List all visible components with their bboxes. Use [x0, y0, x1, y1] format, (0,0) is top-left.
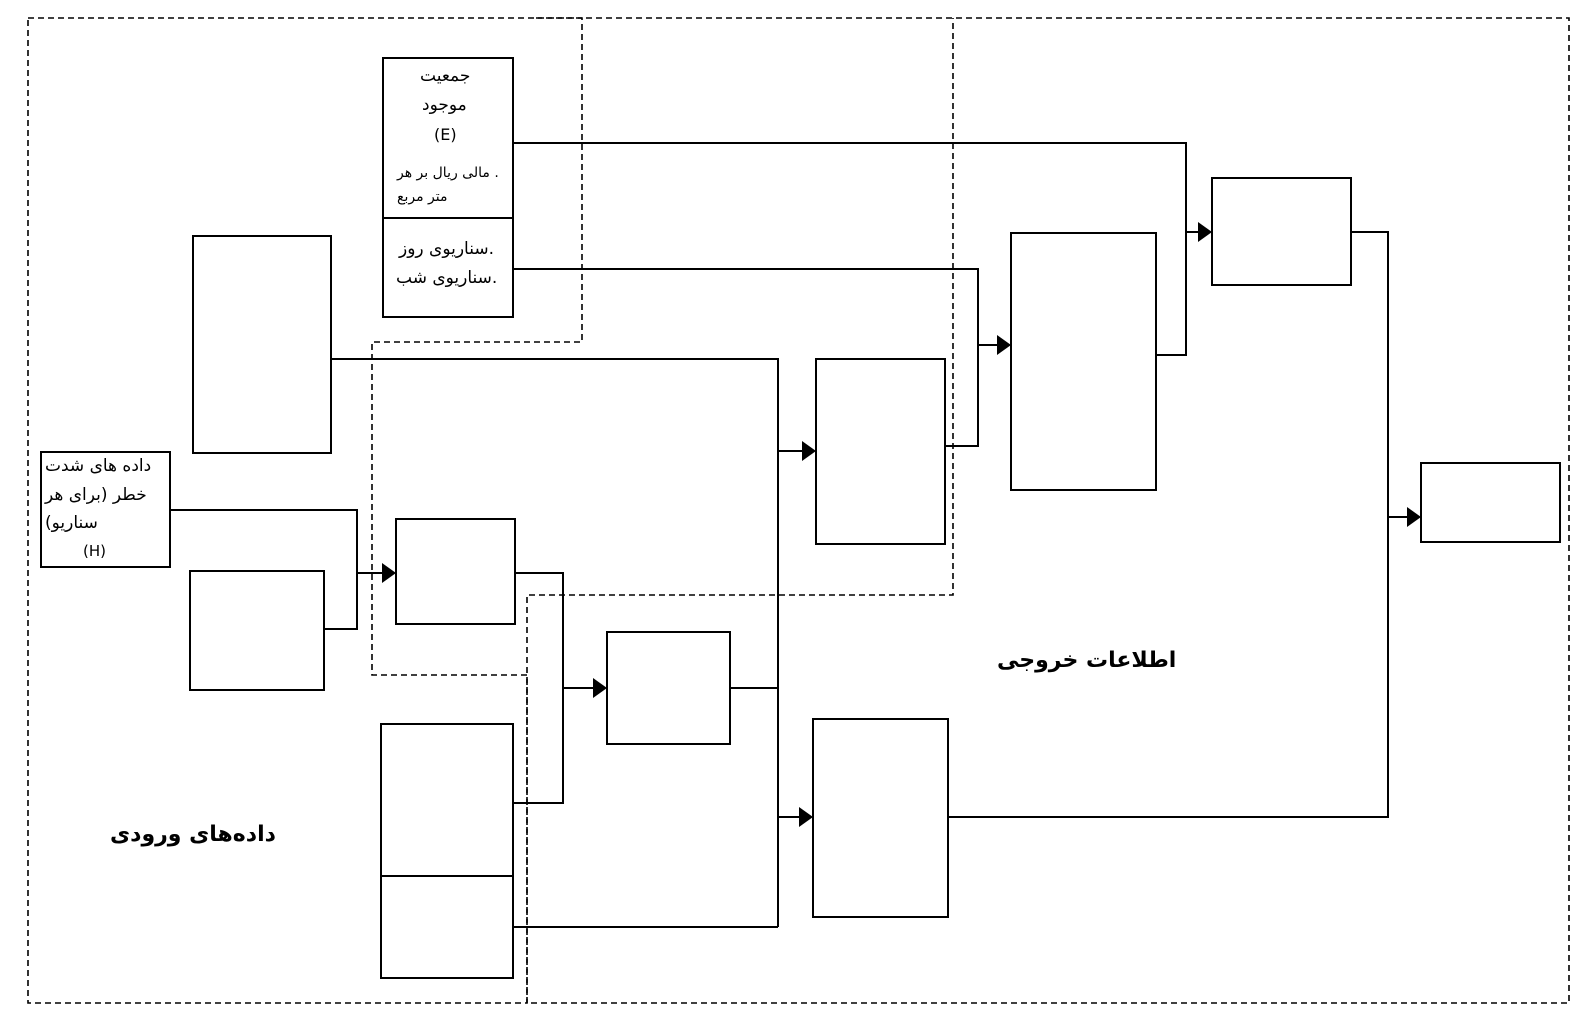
connector-scenario-to-box4: [513, 268, 979, 345]
output-region-boundary: [526, 17, 1570, 1004]
connector-box5-to-final: [1351, 231, 1407, 518]
connector-box4-to-box5: [1156, 232, 1187, 356]
hazard-symbol: (H): [83, 542, 106, 560]
exposure-title-line2: موجود: [422, 95, 467, 115]
output-box-bottom: [812, 718, 949, 918]
arrowhead: [802, 441, 816, 461]
exposure-title-line1: جمعیت: [420, 66, 471, 86]
input-region-label: داده‌های ورودی: [110, 822, 276, 847]
hazard-line3: سناریو): [45, 513, 98, 533]
output-region-label: اطلاعات خروجی: [997, 648, 1177, 673]
arrowhead: [382, 563, 396, 583]
input-region-boundary: [27, 17, 583, 1004]
process-box-3: [815, 358, 946, 545]
exposure-value-line1: . مالی ریال بر هر: [397, 165, 499, 181]
process-box-1: [395, 518, 516, 625]
scenario-day: .سناریوی روز: [399, 239, 495, 259]
connector-bottom-to-final: [948, 517, 1389, 818]
hazard-line1: داده های شدت: [45, 456, 152, 476]
process-box-4: [1010, 232, 1157, 491]
input-box-small: [189, 570, 325, 691]
arrowhead: [997, 335, 1011, 355]
connector-bottom-to-box2: [513, 688, 564, 804]
process-box-2: [606, 631, 731, 745]
exposure-value-line2: متر مربع: [397, 189, 448, 205]
connector-tall-to-box3: [331, 358, 802, 452]
connector-hazard-to-box1: [170, 509, 382, 574]
hazard-line2: خطر (برای هر: [45, 485, 147, 505]
input-box-bottom-upper: [380, 723, 514, 877]
hazard-box: [40, 451, 171, 568]
process-box-5: [1211, 177, 1352, 286]
connector-box3-to-box4: [945, 344, 997, 447]
final-output-box: [1420, 462, 1561, 543]
connector-small-to-box1: [324, 573, 358, 630]
arrowhead: [1407, 507, 1421, 527]
connector-exposure-to-box5: [513, 142, 1198, 233]
input-box-bottom-lower: [380, 875, 514, 979]
scenario-night: .سناریوی شب: [396, 268, 498, 288]
connector-box1-to-box2: [515, 572, 593, 689]
arrowhead: [799, 807, 813, 827]
exposure-box: [382, 57, 514, 219]
scenario-box: [382, 217, 514, 318]
exposure-symbol: (E): [434, 125, 457, 144]
input-box-tall: [192, 235, 332, 454]
arrowhead: [1198, 222, 1212, 242]
arrowhead: [593, 678, 607, 698]
